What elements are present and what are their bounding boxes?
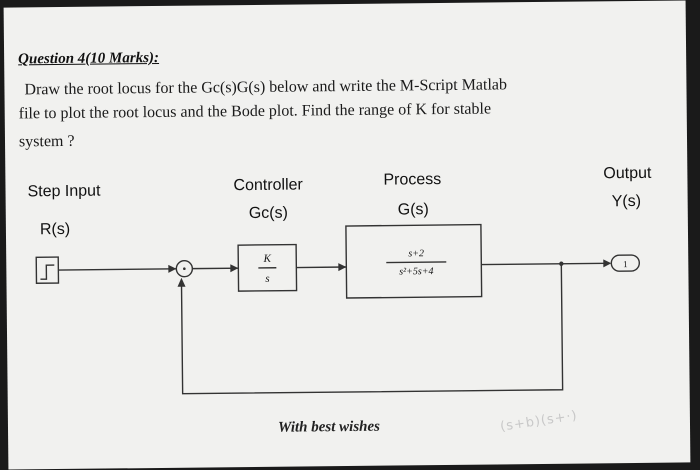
input-signal-line <box>58 269 176 270</box>
arrow-to-output <box>603 259 611 267</box>
step-input-block <box>36 257 58 283</box>
arrow-to-controller <box>230 264 238 272</box>
paper-sheet: Question 4(10 Marks): Draw the root locu… <box>4 0 691 469</box>
output-signal-line <box>481 263 606 264</box>
block-diagram: K s s+2 s²+5s+4 1 <box>4 0 691 469</box>
arrow-to-process <box>338 263 346 271</box>
process-fraction-bar <box>386 262 446 263</box>
controller-denominator: s <box>265 273 269 285</box>
step-icon <box>40 265 54 279</box>
controller-numerator: K <box>263 253 272 265</box>
process-block <box>346 225 482 298</box>
arrow-feedback <box>177 278 185 287</box>
process-numerator: s+2 <box>408 248 424 259</box>
output-port-number: 1 <box>623 259 628 269</box>
process-denominator: s²+5s+4 <box>399 266 433 277</box>
closing-text: With best wishes <box>278 419 380 437</box>
branch-point <box>559 262 563 266</box>
arrow-to-junction <box>168 265 176 273</box>
junction-dot <box>183 267 186 270</box>
